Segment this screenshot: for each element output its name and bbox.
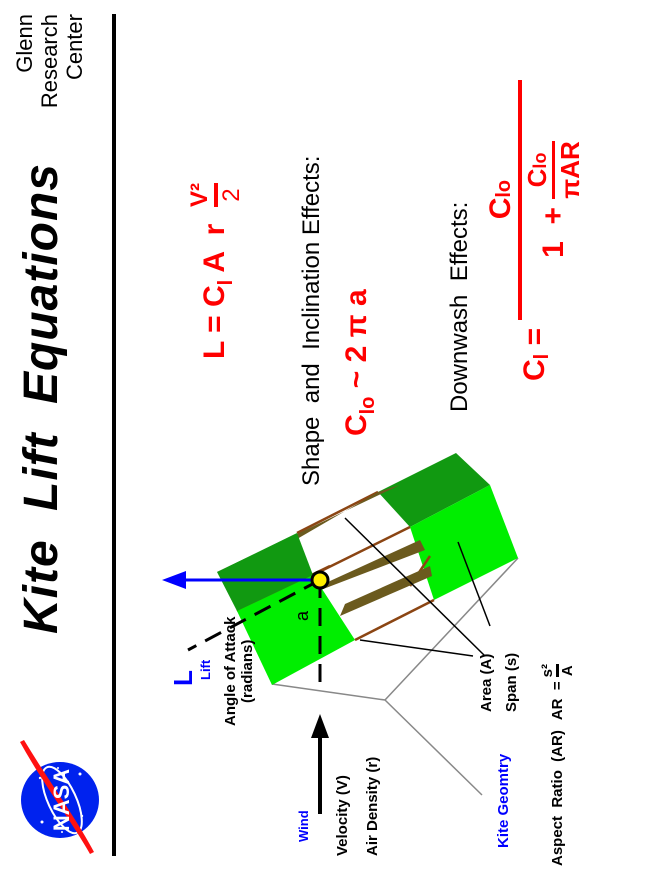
alpha-symbol: a	[292, 610, 312, 621]
lift-label: Lift	[198, 659, 213, 680]
kite-front-cell	[217, 533, 355, 685]
aspect-ratio-label: Aspect Ratio (AR)	[549, 730, 566, 866]
angle-label-line-2: (radians)	[239, 639, 256, 703]
chord-line	[187, 578, 321, 652]
ar-denominator: A	[559, 665, 576, 677]
area-label: Area (A)	[478, 653, 495, 712]
lift-symbol: L	[168, 670, 198, 686]
ar-formula-fraction: s² A	[539, 664, 576, 678]
ar-numerator: s²	[539, 664, 556, 678]
angle-of-attack-label: Angle of Attack (radians)	[222, 617, 256, 726]
span-label: Span (s)	[503, 652, 520, 712]
wind-label: Wind	[296, 810, 311, 842]
velocity-label: Velocity (V)	[334, 775, 351, 856]
air-density-label: Air Density (r)	[364, 756, 381, 856]
nasa-logo-icon: NASA	[20, 740, 99, 854]
lift-arrow-head-icon	[162, 571, 186, 589]
leader-lines	[344, 517, 491, 657]
angle-label-line-1: Angle of Attack	[222, 616, 239, 726]
center-of-pressure-icon	[310, 570, 330, 590]
svg-text:NASA: NASA	[49, 769, 74, 831]
aspect-ratio-row: Aspect Ratio (AR) AR = s² A	[539, 664, 576, 866]
kite-rear-cell	[378, 453, 518, 600]
kite-geometry-label: Kite Geomtry	[495, 753, 512, 848]
wind-arrow-head-icon	[311, 714, 329, 738]
ar-formula-lhs: AR =	[549, 681, 566, 721]
bridle-lines	[271, 557, 519, 796]
